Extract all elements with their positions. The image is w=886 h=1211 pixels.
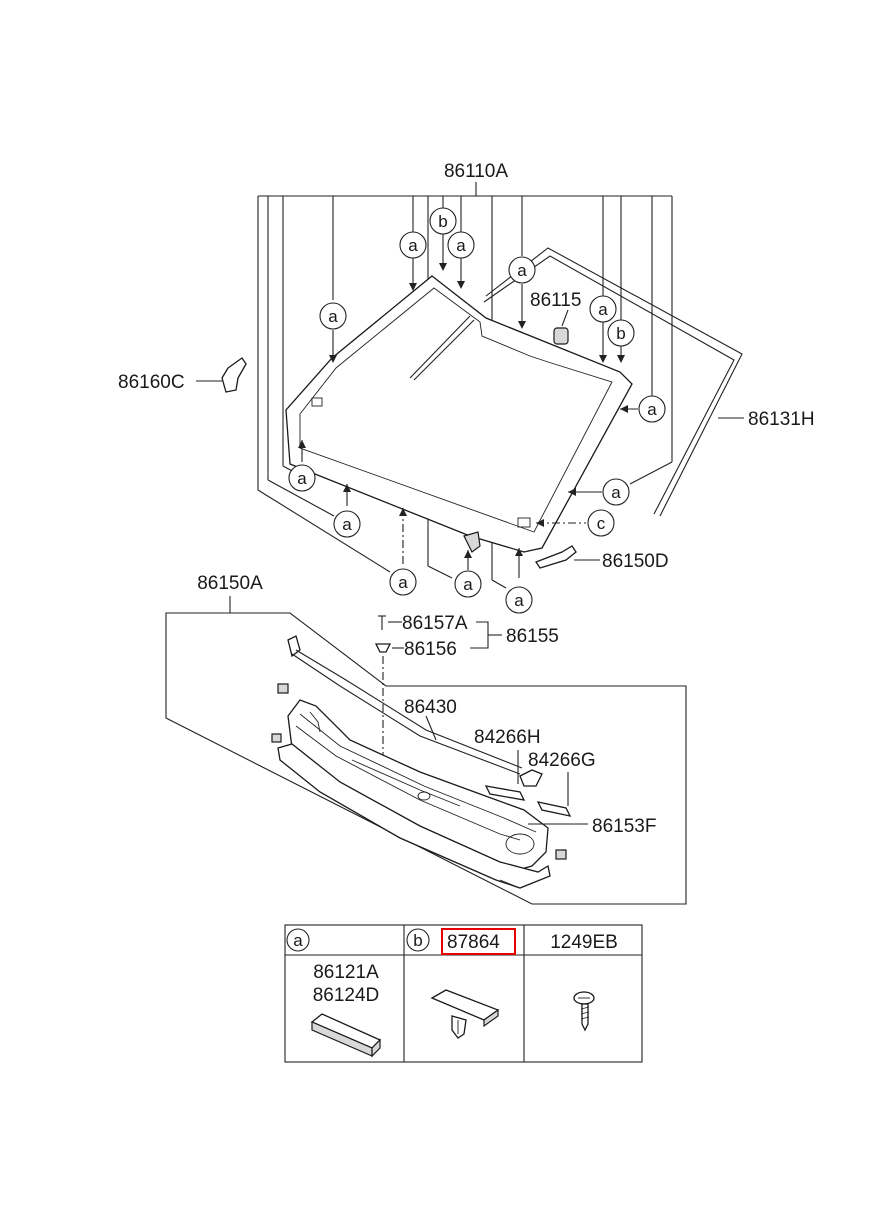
callout-a: a <box>602 478 630 506</box>
legend-part-a2: 86124D <box>313 985 380 1006</box>
callout-a: a <box>638 395 666 423</box>
callout-b: b <box>429 207 457 235</box>
svg-text:a: a <box>342 515 352 534</box>
svg-text:c: c <box>597 514 606 533</box>
label-seal-g: 84266G <box>528 750 596 771</box>
legend-part-a1: 86121A <box>313 962 379 983</box>
cowl-seal <box>287 635 523 775</box>
callout-a: a <box>589 295 617 323</box>
callout-b: b <box>607 319 635 347</box>
legend-callout-b: b <box>406 928 430 952</box>
svg-text:a: a <box>517 261 527 280</box>
label-bracket-right: 86150D <box>602 551 669 572</box>
legend-part-b: 87864 <box>447 932 500 953</box>
legend-table: a b 87864 1249EB 86121A 86124D <box>284 924 643 1063</box>
svg-text:a: a <box>463 575 473 594</box>
svg-text:a: a <box>598 300 608 319</box>
svg-text:a: a <box>408 236 418 255</box>
callout-a: a <box>508 256 536 284</box>
label-cowl-assembly: 86150A <box>197 573 263 594</box>
cowl-panel <box>277 699 551 889</box>
bracket-left <box>196 357 247 393</box>
svg-text:b: b <box>438 212 447 231</box>
callout-a: a <box>447 231 475 259</box>
label-clip-b: 86156 <box>404 639 457 660</box>
callout-c: c <box>587 509 615 537</box>
seal-g-part <box>536 772 572 817</box>
clip-part <box>430 989 500 1039</box>
callout-a: a <box>505 586 533 614</box>
cowl-bracket-box <box>165 596 687 905</box>
svg-text:a: a <box>293 931 303 950</box>
rain-sensor <box>553 309 569 345</box>
windshield-clip <box>463 531 481 553</box>
svg-text:a: a <box>514 591 524 610</box>
label-sensor: 86115 <box>530 290 581 311</box>
label-clip-a: 86157A <box>402 613 468 634</box>
svg-text:a: a <box>398 573 408 592</box>
legend-callout-a: a <box>286 928 310 952</box>
callout-a: a <box>333 510 361 538</box>
windshield-arrows <box>298 263 638 578</box>
label-cowl-seal: 86430 <box>404 697 457 718</box>
label-top-moulding: 86131H <box>748 409 815 430</box>
callout-a: a <box>319 302 347 330</box>
pad-part <box>310 1013 382 1058</box>
legend-part-c: 1249EB <box>550 932 618 953</box>
svg-text:a: a <box>611 483 621 502</box>
small-clip <box>277 683 289 694</box>
seal-h-part <box>484 750 543 801</box>
svg-text:a: a <box>328 307 338 326</box>
svg-text:a: a <box>647 400 657 419</box>
windshield-glass <box>285 275 633 553</box>
callout-a: a <box>454 570 482 598</box>
label-clip-group: 86155 <box>506 626 559 647</box>
callout-a: a <box>389 568 417 596</box>
small-clip <box>555 849 567 860</box>
callout-a: a <box>288 464 316 492</box>
bracket-right <box>535 545 600 569</box>
svg-text:a: a <box>297 469 307 488</box>
label-bracket-left: 86160C <box>118 372 185 393</box>
label-cowl-trim: 86153F <box>592 816 656 837</box>
svg-text:b: b <box>616 324 625 343</box>
callout-a: a <box>399 231 427 259</box>
highlight-box <box>441 928 516 955</box>
svg-text:a: a <box>456 236 466 255</box>
callout-bubbles: a a b a a a b a a c a a a a a <box>288 207 666 614</box>
label-seal-h: 84266H <box>474 727 541 748</box>
svg-text:b: b <box>413 931 422 950</box>
label-windshield: 86110A <box>444 161 508 182</box>
small-clip <box>271 733 282 743</box>
screw-part <box>573 991 595 1032</box>
